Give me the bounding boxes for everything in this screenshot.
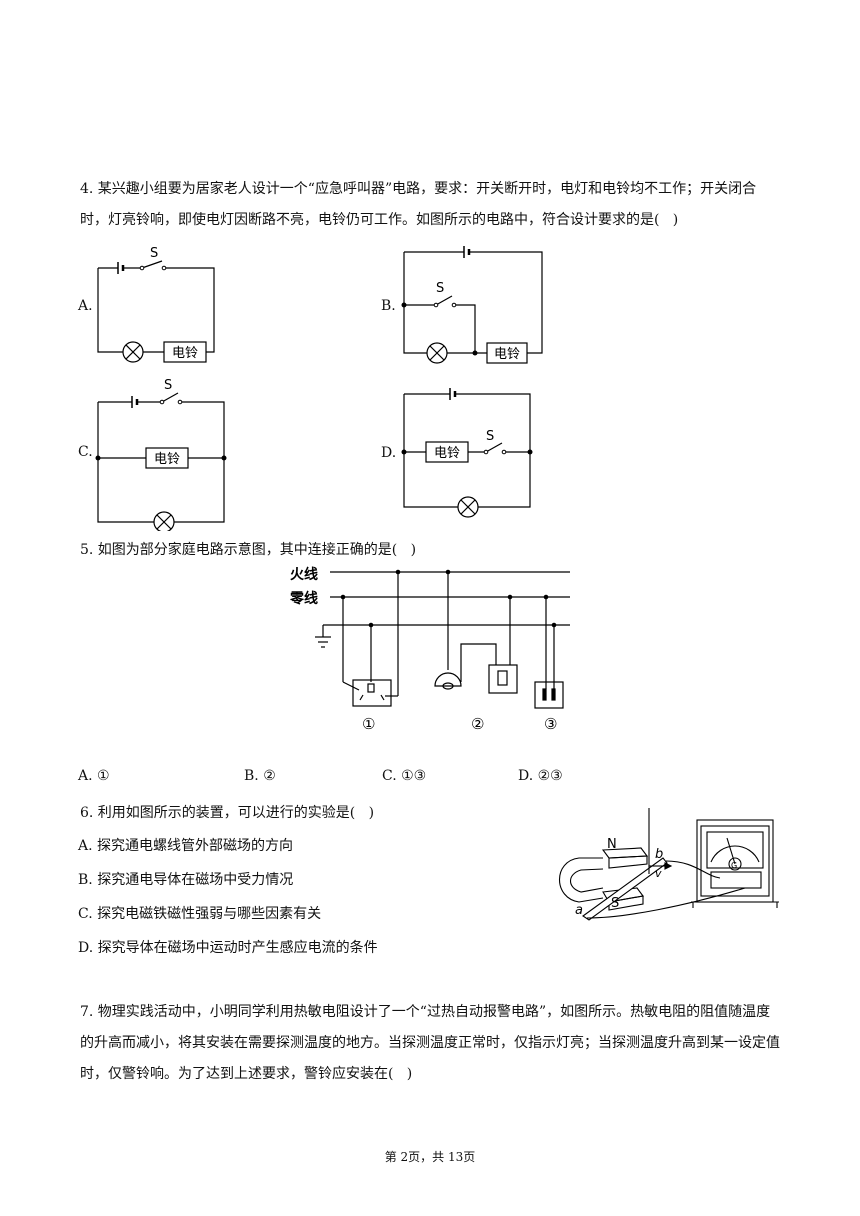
q4c-switch-label: S bbox=[164, 378, 172, 393]
q5-stem: 5. 如图为部分家庭电路示意图，其中连接正确的是( ) bbox=[80, 542, 417, 558]
q4a-bell-label: 电铃 bbox=[172, 346, 198, 361]
velocity-label: v bbox=[655, 867, 662, 880]
q4-option-d: D. bbox=[381, 445, 397, 461]
q4a-switch-label: S bbox=[150, 246, 158, 261]
q6-option-c: C. 探究电磁铁磁性强弱与哪些因素有关 bbox=[78, 906, 322, 922]
marker-2: ② bbox=[471, 715, 484, 733]
q5-option-d: D. ②③ bbox=[518, 768, 563, 784]
magnet-s-label: S bbox=[611, 896, 619, 911]
q7-stem: 7. 物理实践活动中，小明同学利用热敏电阻设计了一个“过热自动报警电路”，如图所… bbox=[80, 1004, 780, 1082]
page-footer: 第 2页，共 13页 bbox=[384, 1150, 476, 1164]
q5-household-circuit: 火线 零线 ① bbox=[289, 566, 570, 733]
q6-option-a: A. 探究通电螺线管外部磁场的方向 bbox=[78, 838, 294, 854]
rod-end-a-label: a bbox=[575, 903, 583, 918]
q5-option-c: C. ①③ bbox=[382, 768, 427, 784]
q6-option-d: D. 探究导体在磁场中运动时产生感应电流的条件 bbox=[78, 940, 378, 956]
neutral-wire-label: 零线 bbox=[289, 590, 318, 607]
q4-circuit-b: S 电铃 bbox=[401, 246, 543, 364]
q4b-bell-label: 电铃 bbox=[494, 347, 520, 362]
meter-g-label: G bbox=[731, 861, 737, 870]
q5-option-a: A. ① bbox=[78, 768, 110, 784]
q4d-switch-label: S bbox=[486, 429, 494, 444]
rod-end-b-label: b bbox=[655, 847, 663, 862]
q4-option-c: C. bbox=[78, 444, 93, 460]
q4-option-b: B. bbox=[381, 298, 396, 314]
q4-option-a: A. bbox=[78, 298, 93, 314]
q4-circuit-d: S 电铃 bbox=[401, 388, 533, 518]
q4-circuit-a: S 电铃 bbox=[97, 246, 215, 363]
magnet-n-label: N bbox=[607, 837, 617, 852]
marker-1: ① bbox=[362, 715, 375, 733]
q6-option-b: B. 探究通电导体在磁场中受力情况 bbox=[78, 872, 294, 888]
q6-stem: 6. 利用如图所示的装置，可以进行的实验是( ) bbox=[80, 805, 375, 821]
q4-stem: 4. 某兴趣小组要为居家老人设计一个“应急呼叫器”电路，要求：开关断开时，电灯和… bbox=[80, 181, 757, 228]
q4d-bell-label: 电铃 bbox=[434, 446, 460, 461]
q4-circuit-c: S 电铃 bbox=[95, 378, 227, 531]
fire-wire-label: 火线 bbox=[290, 566, 318, 583]
marker-3: ③ bbox=[544, 715, 557, 733]
q6-induction-apparatus: N S a b v G bbox=[558, 808, 779, 921]
q4c-bell-label: 电铃 bbox=[154, 452, 180, 467]
q4b-switch-label: S bbox=[436, 281, 444, 296]
q5-option-b: B. ② bbox=[244, 768, 276, 784]
